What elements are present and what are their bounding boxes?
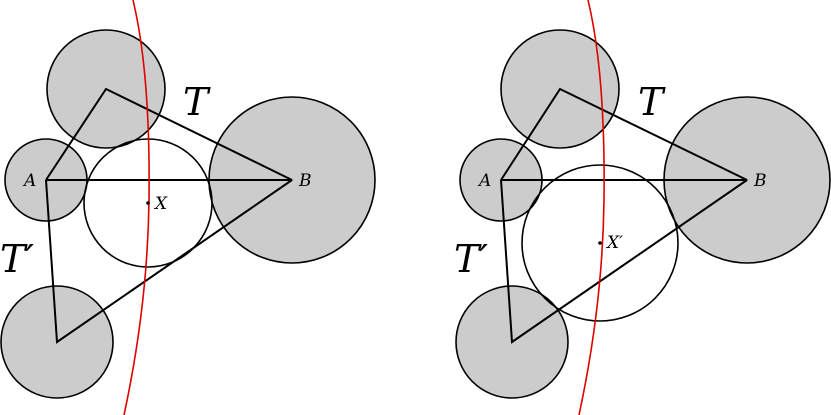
label-x-prime: X′ — [605, 233, 623, 253]
panel-right: T T′ A B X′ — [454, 0, 831, 415]
triangle-t-prime — [45, 179, 293, 344]
label-x: X — [153, 194, 168, 214]
triangle-t — [500, 87, 748, 181]
triangle-t-prime — [500, 179, 748, 344]
label-t: T — [183, 80, 211, 124]
label-a: A — [22, 171, 36, 191]
bisector-curve — [123, 0, 150, 415]
label-b: B — [298, 171, 312, 191]
panel-left: T T′ A B X — [0, 0, 376, 415]
bisector-curve — [578, 0, 605, 415]
label-b: B — [753, 171, 767, 191]
triangle-t — [45, 87, 293, 181]
circle-x-prime — [521, 164, 679, 322]
point-x — [146, 201, 150, 205]
label-t: T — [638, 80, 666, 124]
label-t-prime: T′ — [454, 237, 488, 281]
point-x-prime — [598, 241, 602, 245]
label-a: A — [477, 171, 491, 191]
label-t-prime: T′ — [0, 237, 34, 281]
